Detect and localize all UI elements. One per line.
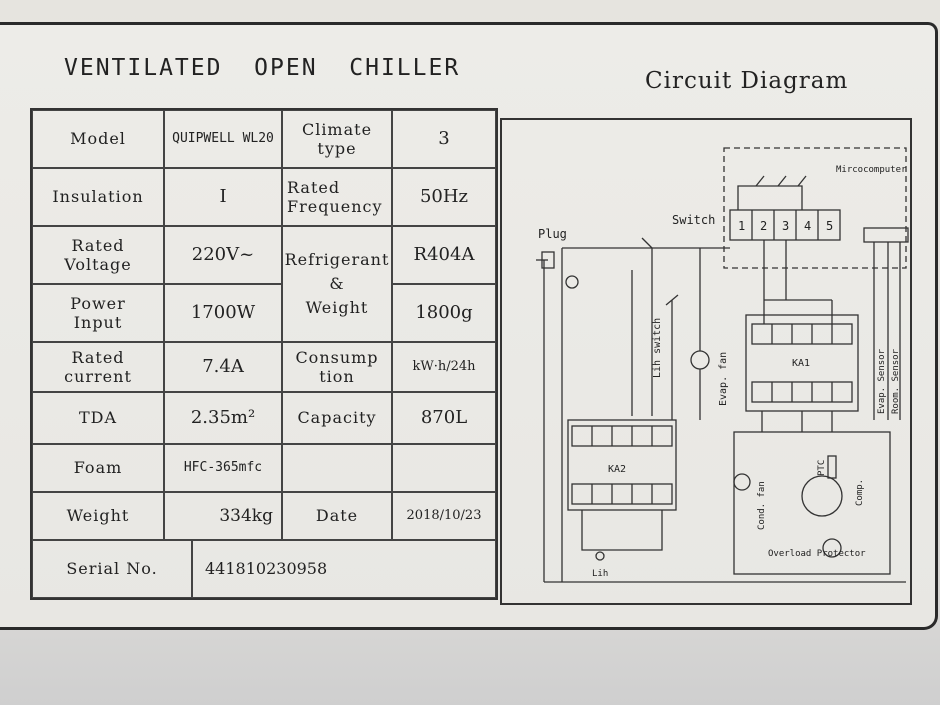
evap-sensor-label: Evap. Sensor — [877, 348, 887, 414]
refrigerant-weight-value: 1800g — [392, 284, 496, 342]
weight-label: Weight — [32, 492, 164, 540]
terminal-1: 1 — [738, 219, 745, 233]
power-input-value: 1700W — [164, 284, 282, 342]
plug-label: Plug — [538, 227, 567, 241]
insulation-label: Insulation — [32, 168, 164, 226]
rated-voltage-label: Rated Voltage — [32, 226, 164, 284]
empty-cell — [282, 444, 392, 492]
climate-type-label: Climate type — [282, 110, 392, 168]
power-input-label: Power Input — [32, 284, 164, 342]
circuit-diagram-title: Circuit Diagram — [645, 68, 849, 94]
terminal-5: 5 — [826, 219, 833, 233]
terminal-2: 2 — [760, 219, 767, 233]
circuit-diagram: Plug Switch Mircocomputer Thermostat 1 2… — [500, 118, 912, 605]
overload-protector-label: Overload Protector — [768, 549, 866, 559]
lih-label: Lih — [592, 569, 608, 579]
rated-frequency-value: 50Hz — [392, 168, 496, 226]
date-label: Date — [282, 492, 392, 540]
rated-frequency-label: Rated Frequency — [282, 168, 392, 226]
consumption-label: Consump tion — [282, 342, 392, 392]
lih-switch-label: Lih switch — [652, 318, 663, 378]
consumption-value: kW·h/24h — [392, 342, 496, 392]
specification-table: Model QUIPWELL WL20 Climate type 3 Insul… — [30, 108, 498, 600]
rated-current-label: Rated current — [32, 342, 164, 392]
terminal-4: 4 — [804, 219, 811, 233]
evap-fan-label: Evap. fan — [718, 352, 729, 406]
rating-plate — [0, 22, 938, 630]
ka1-label: KA1 — [792, 358, 810, 369]
plate-title: VENTILATED OPEN CHILLER — [64, 55, 461, 81]
empty-cell — [392, 444, 496, 492]
serial-number-label: Serial No. — [32, 540, 192, 598]
model-label: Model — [32, 110, 164, 168]
serial-number-value: 441810230958 — [192, 540, 496, 598]
switch-label: Switch — [672, 213, 715, 227]
tda-value: 2.35m² — [164, 392, 282, 444]
thermostat-label: Mircocomputer Thermostat — [836, 165, 910, 175]
foam-value: HFC-365mfc — [164, 444, 282, 492]
climate-type-value: 3 — [392, 110, 496, 168]
capacity-label: Capacity — [282, 392, 392, 444]
terminal-3: 3 — [782, 219, 789, 233]
tda-label: TDA — [32, 392, 164, 444]
refrigerant-value: R404A — [392, 226, 496, 284]
cond-fan-label: Cond. fan — [757, 481, 767, 530]
comp-label: Comp. — [855, 479, 865, 506]
circuit-schematic: Plug Switch Mircocomputer Thermostat 1 2… — [536, 147, 910, 583]
model-value: QUIPWELL WL20 — [164, 110, 282, 168]
date-value: 2018/10/23 — [392, 492, 496, 540]
capacity-value: 870L — [392, 392, 496, 444]
rated-current-value: 7.4A — [164, 342, 282, 392]
insulation-value: I — [164, 168, 282, 226]
refrigerant-weight-label: Refrigerant & Weight — [282, 226, 392, 342]
ptc-label: PTC — [817, 460, 827, 476]
ka2-label: KA2 — [608, 464, 626, 475]
weight-value: 334kg — [164, 492, 282, 540]
rated-voltage-value: 220V~ — [164, 226, 282, 284]
room-sensor-label: Room. Sensor — [891, 348, 901, 414]
foam-label: Foam — [32, 444, 164, 492]
